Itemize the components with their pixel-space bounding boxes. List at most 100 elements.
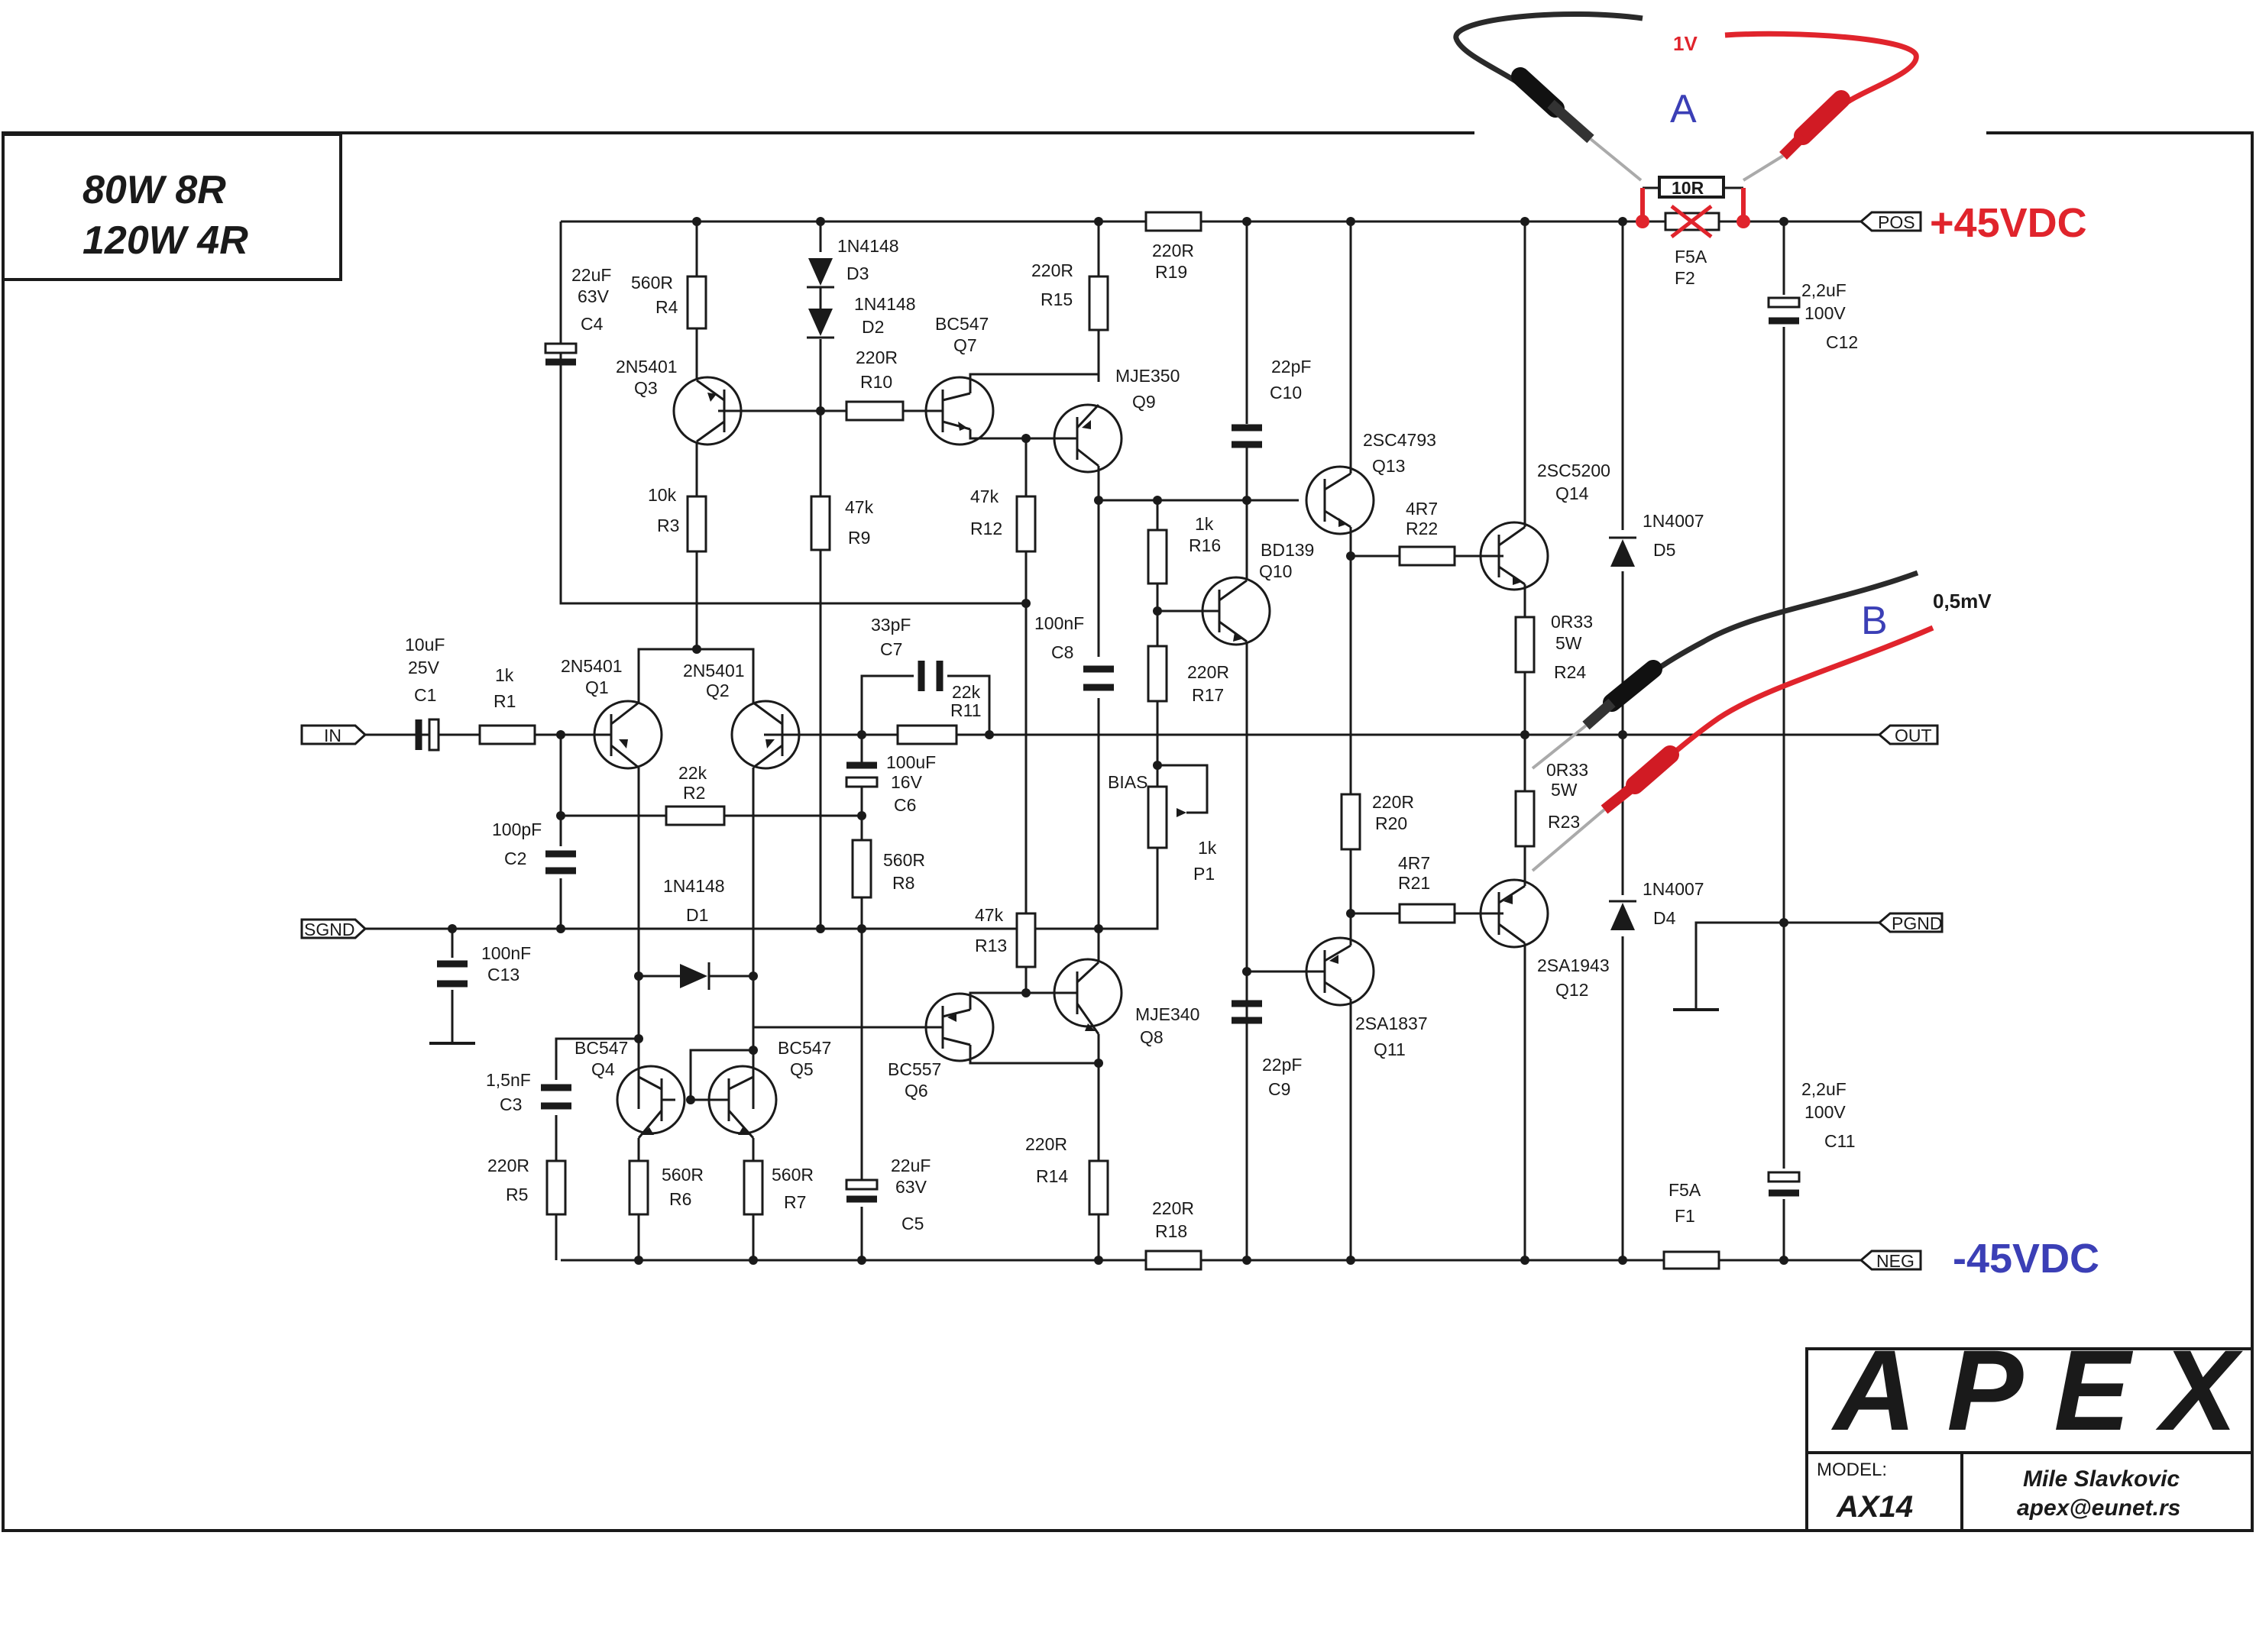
r19-value: 220R: [1152, 241, 1194, 260]
port-out-label: OUT: [1895, 726, 1932, 745]
r18-id: R18: [1155, 1221, 1187, 1241]
capacitor-C7: [918, 661, 944, 691]
fuses: [1662, 212, 1720, 1270]
r14-value: 220R: [1025, 1134, 1067, 1154]
author-name: Mile Slavkovic: [2023, 1466, 2180, 1492]
q13-id: Q13: [1372, 456, 1405, 476]
r15-value: 220R: [1031, 260, 1073, 280]
q10-type: BD139: [1261, 540, 1314, 560]
r9-value: 47k: [845, 497, 874, 517]
transistor-Q12: [1479, 878, 1549, 949]
transistor-Q2: [730, 700, 814, 770]
probe-a: 1V A 10R: [1453, 11, 1919, 238]
r10-id: R10: [860, 372, 892, 392]
transistor-Q11: [1299, 936, 1375, 1007]
q5-type: BC547: [778, 1038, 831, 1058]
d4-id: D4: [1653, 908, 1676, 928]
transistors: [593, 376, 1549, 1139]
r5-value: 220R: [487, 1156, 529, 1175]
c10-id: C10: [1270, 383, 1302, 402]
r7-id: R7: [784, 1192, 806, 1212]
port-sgnd-label: SGND: [304, 920, 354, 939]
d5-id: D5: [1653, 540, 1675, 560]
c1-id: C1: [414, 685, 436, 705]
probe-a-reading: 1V: [1673, 32, 1698, 55]
c4-rating: 63V: [578, 286, 610, 306]
r8-id: R8: [892, 873, 914, 893]
r2-value: 22k: [678, 763, 707, 783]
resistor-R7: [743, 1159, 764, 1216]
ground-symbols: [429, 1008, 1719, 1045]
capacitor-C4: [544, 342, 578, 366]
p1-value: 1k: [1198, 838, 1217, 858]
resistor-R10: [845, 400, 905, 422]
d3-id: D3: [846, 263, 869, 283]
r24-rating: 5W: [1555, 633, 1582, 653]
c1-rating: 25V: [408, 658, 440, 677]
resistors: [478, 211, 1536, 1271]
r13-id: R13: [975, 936, 1007, 955]
c10-value: 22pF: [1271, 357, 1311, 377]
r18-value: 220R: [1152, 1198, 1194, 1218]
diode-D5: [1609, 536, 1636, 567]
c7-id: C7: [880, 639, 902, 659]
c4-value: 22uF: [571, 265, 611, 285]
transistor-Q7: [924, 376, 995, 446]
title-box: 80W 8R 120W 4R: [83, 168, 248, 263]
r8-value: 560R: [883, 850, 925, 870]
d1-id: D1: [686, 905, 708, 925]
r12-id: R12: [970, 519, 1002, 538]
r22-id: R22: [1406, 519, 1438, 538]
c7-value: 33pF: [871, 615, 911, 635]
resistor-R15: [1088, 275, 1109, 331]
diode-D1: [680, 962, 718, 990]
f2-id: F2: [1675, 268, 1695, 288]
r22-value: 4R7: [1406, 499, 1438, 519]
fuse-F1: [1662, 1250, 1720, 1270]
q12-id: Q12: [1555, 980, 1588, 1000]
c6-value: 100uF: [886, 752, 936, 772]
q11-type: 2SA1837: [1355, 1014, 1428, 1033]
r11-value: 22k: [952, 682, 981, 702]
resistor-R14: [1088, 1159, 1109, 1216]
potentiometer-P1: [1147, 785, 1168, 849]
author-email: apex@eunet.rs: [2017, 1495, 2180, 1521]
ports: IN SGND POS OUT PGND NEG: [300, 211, 1944, 1271]
port-neg-label: NEG: [1876, 1251, 1915, 1271]
port-pgnd: PGND: [1877, 912, 1944, 933]
q9-type: MJE350: [1115, 366, 1180, 386]
q11-id: Q11: [1374, 1039, 1406, 1059]
probe-b-label: B: [1861, 599, 1888, 643]
q2-id: Q2: [706, 681, 730, 700]
transistor-Q5: [707, 1065, 778, 1139]
q1-type: 2N5401: [561, 656, 623, 676]
r10-value: 220R: [856, 348, 898, 367]
probe-b: 0,5mV B: [1531, 570, 1992, 872]
transistor-Q10: [1192, 576, 1271, 646]
resistor-R23: [1514, 790, 1536, 848]
f1-id: F1: [1675, 1206, 1695, 1226]
r19-id: R19: [1155, 262, 1187, 282]
transistor-Q3: [672, 376, 743, 446]
port-in: IN: [300, 724, 367, 745]
d1-type: 1N4148: [663, 876, 725, 896]
q8-type: MJE340: [1135, 1004, 1199, 1024]
diodes: [680, 258, 1636, 990]
resistor-R18: [1144, 1250, 1202, 1271]
c3-value: 1,5nF: [486, 1070, 531, 1090]
q8-id: Q8: [1140, 1027, 1164, 1047]
capacitor-C8: [1083, 665, 1114, 691]
capacitors: [415, 221, 1801, 1203]
q4-type: BC547: [575, 1038, 628, 1058]
probe-a-label: A: [1670, 87, 1697, 131]
r24-id: R24: [1554, 662, 1586, 682]
resistor-R9: [810, 495, 831, 551]
apex-logo: APEX: [1830, 1326, 2256, 1454]
capacitor-C10: [1232, 424, 1262, 448]
r1-id: R1: [494, 691, 516, 711]
c11-rating: 100V: [1804, 1102, 1846, 1122]
c3-id: C3: [500, 1094, 522, 1114]
r24-value: 0R33: [1551, 612, 1593, 632]
power-rating-8r: 80W 8R: [83, 168, 226, 212]
